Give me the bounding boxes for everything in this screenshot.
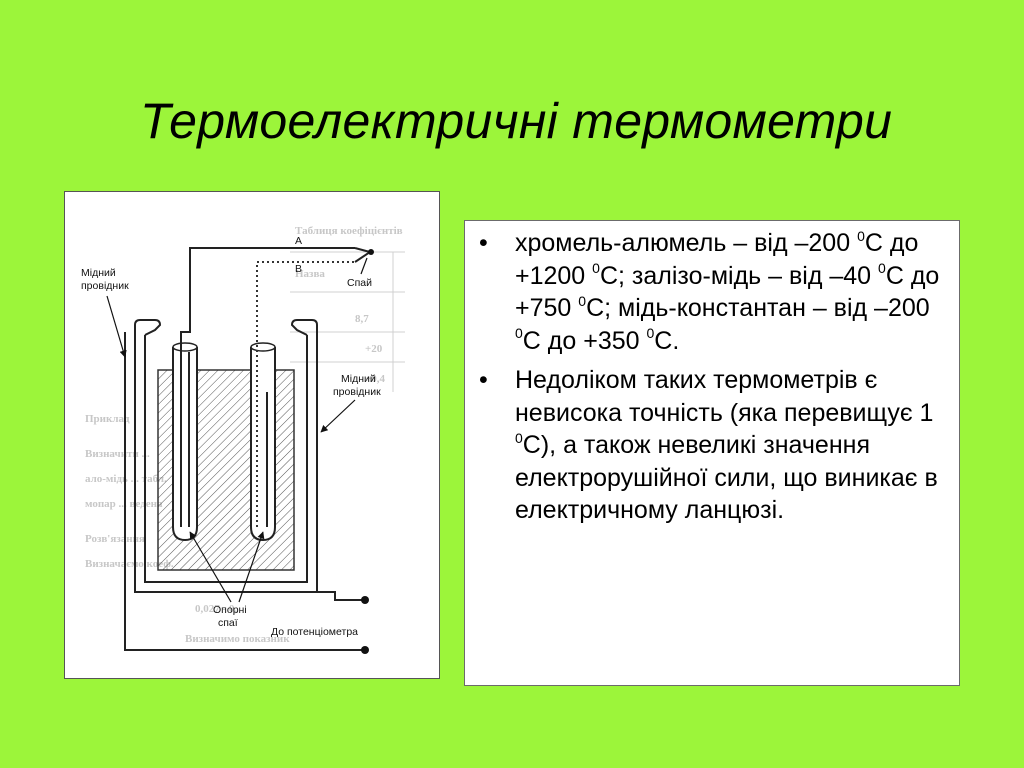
- svg-text:8,7: 8,7: [355, 313, 369, 325]
- slide-title: Термоелектричні термометри: [140, 93, 893, 149]
- thermocouple-schematic: Таблиця коефіцієнтів Назва 8,7 +20 +0,4 …: [81, 225, 405, 654]
- bullet-text: С до +750: [515, 261, 940, 323]
- bullet-text: С до +350: [522, 326, 647, 355]
- svg-text:Таблиця коефіцієнтів: Таблиця коефіцієнтів: [295, 225, 403, 237]
- label-wire-b: В: [295, 263, 302, 275]
- bullet-text: С; залізо-мідь – від –40: [599, 261, 879, 290]
- svg-text:Назва: Назва: [295, 268, 325, 280]
- degree-superscript: 0: [578, 292, 587, 309]
- label-reference-junctions-1: Опорні: [213, 604, 247, 616]
- bullet-text: С), а також невеликі значення електроруш…: [515, 431, 938, 524]
- svg-text:ало-мідь ... табл.: ало-мідь ... табл.: [85, 473, 167, 485]
- bullet-item: •хромель-алюмель – від –200 0С до +1200 …: [477, 227, 947, 357]
- degree-superscript: 0: [646, 325, 655, 342]
- degree-superscript: 0: [515, 429, 523, 446]
- degree-superscript: 0: [592, 260, 600, 277]
- label-copper-wire-right-2: провідник: [333, 386, 381, 398]
- label-copper-wire-left-2: провідник: [81, 280, 129, 292]
- bullet-item: • Недоліком таких термометрів є невисока …: [477, 364, 947, 527]
- degree-superscript: 0: [857, 227, 865, 244]
- bullet-dot-icon: •: [479, 229, 488, 257]
- label-copper-wire-left-1: Мідний: [81, 267, 116, 279]
- bullet-text: С.: [654, 326, 680, 355]
- label-reference-junctions-2: спаї: [218, 617, 238, 629]
- thermocouple-diagram: Таблиця коефіцієнтів Назва 8,7 +20 +0,4 …: [64, 191, 440, 679]
- text-box: •хромель-алюмель – від –200 0С до +1200 …: [464, 220, 960, 686]
- label-copper-wire-right-1: Мідний: [341, 373, 376, 385]
- bullet-text: С; мідь-константан – від –200: [586, 294, 930, 322]
- svg-text:0,027 - 0,: 0,027 - 0,: [195, 603, 237, 615]
- svg-text:Визначити ...: Визначити ...: [85, 448, 150, 460]
- degree-superscript: 0: [515, 325, 523, 342]
- bullet-dot-icon: •: [479, 366, 488, 394]
- svg-text:Розв'язання: Розв'язання: [85, 533, 145, 545]
- label-to-potentiometer: До потенціометра: [271, 626, 358, 638]
- degree-superscript: 0: [878, 260, 886, 277]
- svg-text:+20: +20: [365, 343, 383, 355]
- bullet-text: С до +1200: [515, 229, 919, 290]
- bullet-text: хромель-алюмель – від –200: [515, 229, 858, 257]
- svg-text:Приклад: Приклад: [85, 413, 130, 425]
- svg-text:+0,4: +0,4: [365, 373, 386, 385]
- svg-text:Визначаємо коеф.: Визначаємо коеф.: [85, 558, 174, 570]
- label-junction: Спай: [347, 277, 372, 289]
- thermocouple-wires: [124, 247, 374, 654]
- figure-labels: Мідний провідник А В Спай Мідний провідн…: [81, 235, 381, 638]
- svg-text:Визначимо показник: Визначимо показник: [185, 633, 290, 645]
- vessel: [134, 319, 318, 593]
- label-wire-a: А: [295, 235, 302, 247]
- bullet-text: Недоліком таких термометрів є невисока т…: [515, 366, 934, 427]
- bullet-list: •хромель-алюмель – від –200 0С до +1200 …: [477, 227, 947, 527]
